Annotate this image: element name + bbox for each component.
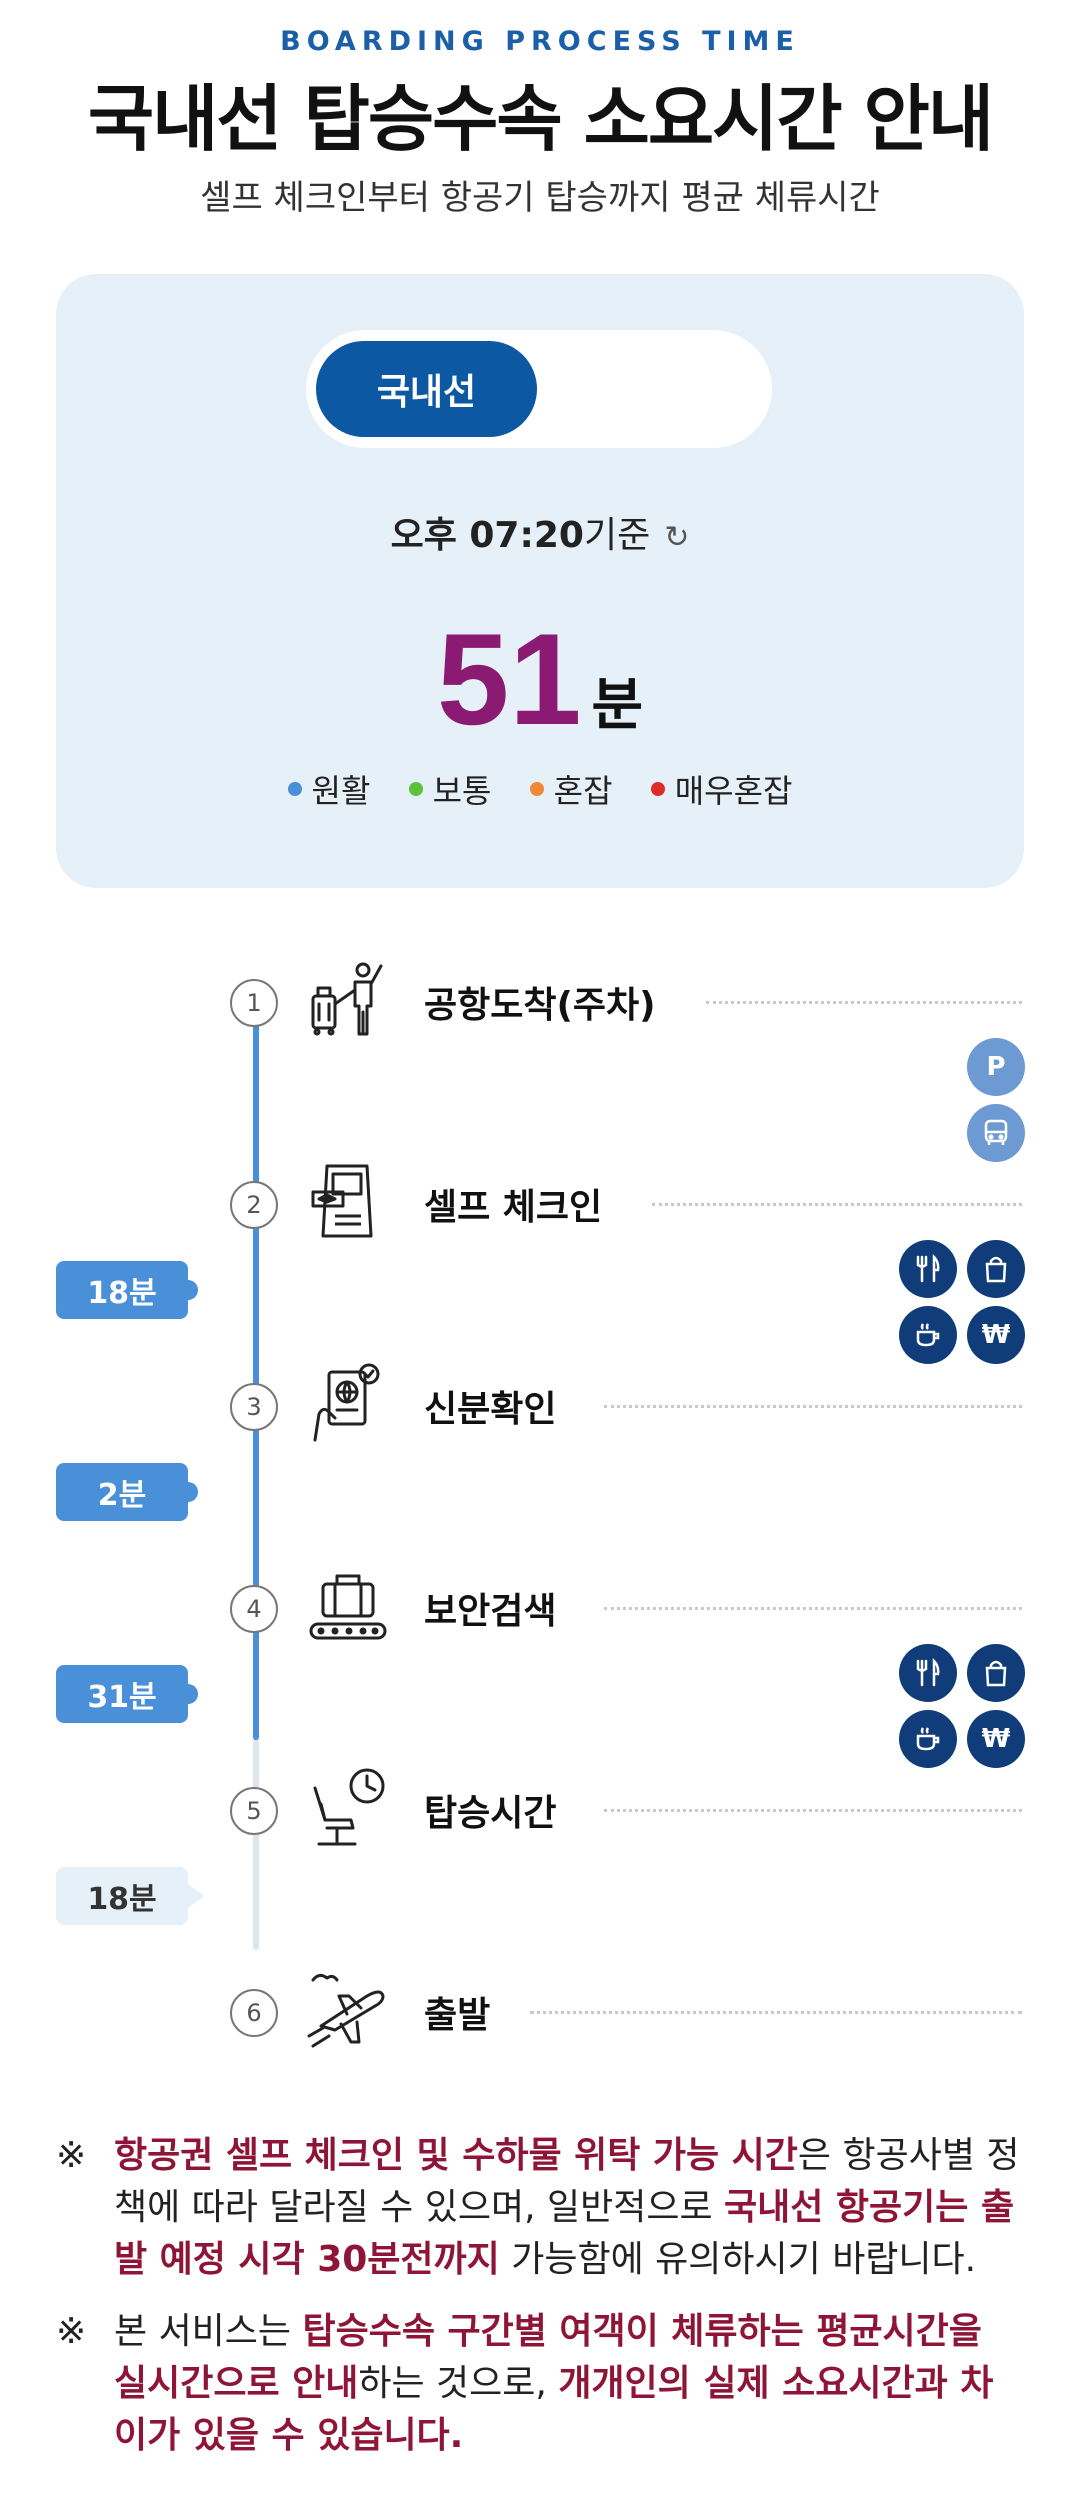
notice-text: 가능함에 유의하시기 바랍니다. bbox=[499, 2239, 977, 2280]
bus-glyph bbox=[984, 1119, 1008, 1145]
legend-item-congested: 혼잡 bbox=[529, 772, 613, 810]
step-label: 셀프 체크인 bbox=[424, 1187, 603, 1228]
step-leader bbox=[604, 1809, 1022, 1812]
step-self-checkin: 2 셀프 체크인 bbox=[0, 1158, 1080, 1248]
step-number: 5 bbox=[230, 1787, 278, 1835]
legend-dot bbox=[408, 782, 423, 796]
currency-icon[interactable]: ₩ bbox=[967, 1710, 1025, 1768]
shopping-bag-glyph bbox=[985, 1256, 1007, 1283]
currency-icon[interactable]: ₩ bbox=[967, 1306, 1025, 1364]
notice-highlight: 탑승수속 구간별 여객이 체류하는 평균시간을 실시간으로 안내 bbox=[114, 2311, 982, 2404]
shopping-bag-icon[interactable] bbox=[967, 1240, 1025, 1298]
notice-section: ※ 항공권 셀프 체크인 및 수하물 위탁 가능 시간은 항공사별 정책에 따라 … bbox=[56, 2130, 1024, 2482]
id-check-icon bbox=[313, 1363, 380, 1442]
basis-suffix: 기준 bbox=[583, 515, 651, 556]
notice-text: 본 서비스는 bbox=[114, 2311, 303, 2352]
tab-domestic[interactable]: 국내선 bbox=[316, 341, 537, 437]
terminal-toggle: 국내선 bbox=[306, 330, 772, 448]
step-security: 4 보안검색 bbox=[0, 1562, 1080, 1652]
total-time-value: 51 bbox=[436, 606, 582, 752]
cafe-glyph bbox=[916, 1727, 940, 1751]
step-leader bbox=[530, 2011, 1022, 2014]
process-timeline: 1 공항도착(주차) P 2 bbox=[0, 900, 1080, 2080]
step-leader bbox=[652, 1203, 1022, 1206]
shopping-bag-glyph bbox=[985, 1660, 1007, 1687]
cafe-icon[interactable] bbox=[899, 1306, 957, 1364]
shopping-bag-icon[interactable] bbox=[967, 1644, 1025, 1702]
step-arrival: 1 공항도착(주차) bbox=[0, 956, 1080, 1046]
legend-label: 원활 bbox=[311, 772, 371, 810]
step-label: 보안검색 bbox=[424, 1591, 557, 1632]
cafe-glyph bbox=[916, 1323, 940, 1347]
notice-item: ※ 항공권 셀프 체크인 및 수하물 위탁 가능 시간은 항공사별 정책에 따라 … bbox=[56, 2130, 1024, 2286]
legend-label: 보통 bbox=[432, 772, 492, 810]
notice-item: ※ 본 서비스는 탑승수속 구간별 여객이 체류하는 평균시간을 실시간으로 안내… bbox=[56, 2306, 1024, 2462]
step-departure: 6 출발 bbox=[0, 1966, 1080, 2056]
traveler-luggage-icon bbox=[311, 962, 383, 1036]
airplane-departure-icon bbox=[307, 1973, 385, 2048]
step-leader bbox=[706, 1001, 1022, 1004]
legend-label: 매우혼잡 bbox=[674, 772, 793, 810]
step-number: 6 bbox=[230, 1989, 278, 2037]
security-scanner-icon bbox=[309, 1574, 387, 1640]
legend-dot bbox=[529, 782, 544, 796]
notice-highlight: 항공권 셀프 체크인 및 수하물 위탁 가능 시간 bbox=[114, 2135, 798, 2176]
notice-highlight: 국내선 항공기는 출발 예정 시각 30분전까지 bbox=[114, 2187, 1015, 2280]
total-time-unit: 분 bbox=[591, 673, 644, 738]
legend-item-very-congested: 매우혼잡 bbox=[650, 772, 793, 810]
congestion-legend: 원활 보통 혼잡 매우혼잡 bbox=[56, 766, 1024, 812]
restaurant-glyph bbox=[916, 1658, 940, 1687]
step-number: 4 bbox=[230, 1585, 278, 1633]
cafe-icon[interactable] bbox=[899, 1710, 957, 1768]
step-leader bbox=[604, 1607, 1022, 1610]
timeline-progress bbox=[253, 1000, 259, 1740]
basis-time: 오후 07:20기준 ↻ bbox=[56, 506, 1024, 558]
step-label: 출발 bbox=[424, 1995, 491, 2036]
legend-dot bbox=[287, 782, 302, 796]
bus-icon[interactable] bbox=[967, 1104, 1025, 1162]
page-subtitle: 셀프 체크인부터 항공기 탑승까지 평균 체류시간 bbox=[200, 178, 880, 218]
step-leader bbox=[604, 1405, 1022, 1408]
refresh-icon[interactable]: ↻ bbox=[664, 520, 690, 555]
legend-dot bbox=[650, 782, 665, 796]
step-number: 3 bbox=[230, 1383, 278, 1431]
notice-text: 은 항공사별 정책에 따라 달라질 수 있으며, 일반적으로 bbox=[114, 2135, 1020, 2228]
notice-text: 하는 것으로, bbox=[358, 2363, 559, 2404]
step-label: 공항도착(주차) bbox=[424, 985, 656, 1026]
duration-security: 31분 bbox=[56, 1665, 198, 1723]
legend-label: 혼잡 bbox=[553, 772, 613, 810]
restaurant-icon[interactable] bbox=[899, 1644, 957, 1702]
step-number: 2 bbox=[230, 1181, 278, 1229]
kiosk-icon bbox=[311, 1164, 373, 1238]
step-number: 1 bbox=[230, 979, 278, 1027]
eyebrow-label: BOARDING PROCESS TIME bbox=[280, 26, 800, 57]
duration-boarding: 18분 bbox=[56, 1867, 204, 1925]
basis-time-value: 오후 07:20 bbox=[390, 515, 584, 556]
step-boarding: 5 탑승시간 bbox=[0, 1764, 1080, 1854]
duration-checkin: 18분 bbox=[56, 1261, 198, 1319]
restaurant-glyph bbox=[916, 1254, 940, 1283]
notice-highlight: 개개인의 실제 소요시간과 차이가 있을 수 있습니다. bbox=[114, 2363, 994, 2456]
legend-item-normal: 보통 bbox=[408, 772, 492, 810]
page-title: 국내선 탑승수속 소요시간 안내 bbox=[87, 77, 994, 161]
step-label: 탑승시간 bbox=[424, 1793, 557, 1834]
restaurant-icon[interactable] bbox=[899, 1240, 957, 1298]
seat-clock-icon bbox=[313, 1768, 385, 1846]
duration-id-check: 2분 bbox=[56, 1463, 198, 1521]
legend-item-smooth: 원활 bbox=[287, 772, 371, 810]
notice-mark: ※ bbox=[56, 2311, 87, 2352]
parking-icon[interactable]: P bbox=[967, 1038, 1025, 1096]
notice-mark: ※ bbox=[56, 2135, 87, 2176]
step-id-check: 3 신분확인 bbox=[0, 1360, 1080, 1450]
step-label: 신분확인 bbox=[424, 1389, 557, 1430]
